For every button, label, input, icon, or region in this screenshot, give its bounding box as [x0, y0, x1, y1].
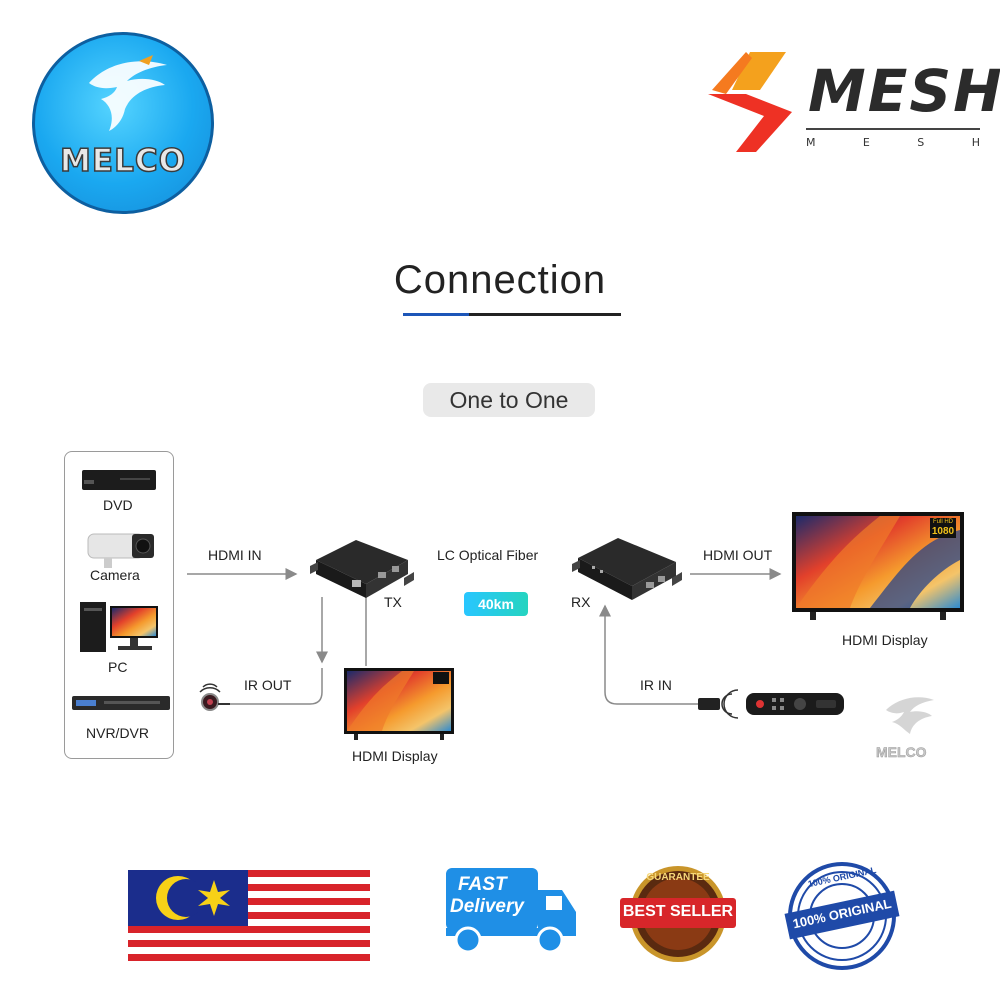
tv-badge-top: Full HD: [931, 519, 955, 525]
watermark-text: MELCO: [876, 744, 927, 760]
rx-label: RX: [571, 594, 590, 610]
source-label-camera: Camera: [90, 567, 140, 583]
ir-in-label: IR IN: [640, 677, 672, 693]
rx-device: [572, 538, 682, 600]
hdmi-out-label: HDMI OUT: [703, 547, 772, 563]
hdmi-in-label: HDMI IN: [208, 547, 262, 563]
tx-label: TX: [384, 594, 402, 610]
tx-device: [310, 540, 414, 775]
distance-badge: 40km: [464, 592, 528, 616]
fiber-label: LC Optical Fiber: [437, 547, 538, 563]
fast-label: FAST: [458, 874, 507, 896]
small-tv: [344, 668, 454, 740]
best-seller-label: BEST SELLER: [620, 903, 736, 921]
ir-emitter-icon: [200, 684, 230, 710]
remote-control-icon: [746, 693, 844, 715]
malaysia-flag: [128, 870, 370, 968]
ir-out-label: IR OUT: [244, 677, 291, 693]
delivery-label: Delivery: [450, 896, 524, 918]
watermark-eagle-icon: [886, 697, 934, 734]
source-label-dvd: DVD: [103, 497, 133, 513]
tv-badge: 1080: [930, 526, 956, 537]
display-right-label: HDMI Display: [842, 632, 928, 648]
display-left-label: HDMI Display: [352, 748, 438, 764]
source-label-nvr-dvr: NVR/DVR: [86, 725, 149, 741]
ir-receiver-icon: [698, 690, 738, 718]
source-label-pc: PC: [108, 659, 127, 675]
guarantee-label: GUARANTEE: [636, 872, 720, 883]
